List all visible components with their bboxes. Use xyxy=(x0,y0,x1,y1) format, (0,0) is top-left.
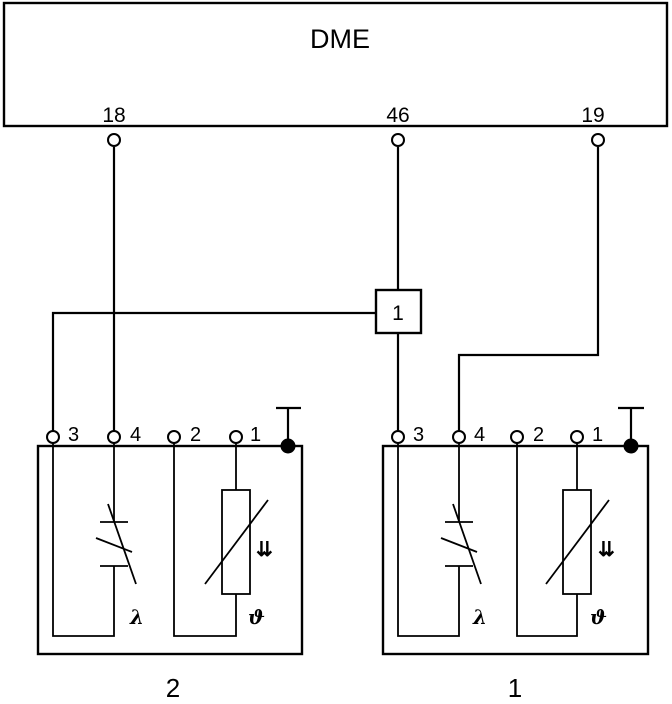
sensor-1-terminal-1-label: 1 xyxy=(592,424,603,446)
sensor-1-resistor-slash xyxy=(545,499,610,585)
oxygen-sensor-2: λ ϑ ⇊ 3 4 2 1 2 xyxy=(36,406,304,703)
sensor-1-lambda-loop xyxy=(397,440,460,637)
sensor-2-terminal-2-label: 2 xyxy=(190,424,201,446)
sensor-1-terminal-3-label: 3 xyxy=(413,424,424,446)
sensor-1-caption: 1 xyxy=(508,673,522,703)
sensor-1-terminal-4-connector xyxy=(452,430,466,444)
sensor-2-cell-bar xyxy=(95,537,133,553)
sensor-2-ground-dot xyxy=(280,438,296,454)
sensor-1-heater-resistor xyxy=(562,489,592,595)
sensor-2-cell-slash xyxy=(107,503,137,585)
sensor-1-heater-loop xyxy=(516,440,578,637)
sensor-2-terminal-2-connector xyxy=(167,430,181,444)
sensor-1-terminal-4-label: 4 xyxy=(474,424,485,446)
dme-label: DME xyxy=(310,24,370,54)
sensor-2-housing xyxy=(36,444,304,656)
sensor-1-housing xyxy=(381,444,650,656)
sensor-2-lambda-symbol: λ xyxy=(129,605,144,629)
sensor-2-resistor-slash xyxy=(204,499,269,585)
sensor-2-terminal-1-label: 1 xyxy=(250,424,261,446)
sensor-1-ground-dot xyxy=(623,438,639,454)
junction-label: 1 xyxy=(392,302,404,325)
sensor-2-terminal-4-connector xyxy=(107,430,121,444)
wire-junction-to-sensor2-terminal3 xyxy=(51,311,376,432)
dme-pin-19-connector xyxy=(591,133,605,147)
dme-pin-46-connector xyxy=(391,133,405,147)
sensor-2-terminal-4-label: 4 xyxy=(130,424,141,446)
sensor-2-lambda-loop xyxy=(52,440,115,637)
sensor-2-terminal-3-label: 3 xyxy=(68,424,79,446)
sensor-2-heater-loop xyxy=(173,440,237,637)
sensor-1-heater-symbol: ϑ xyxy=(590,605,607,629)
sensor-1-terminal-1-connector xyxy=(570,430,584,444)
sensor-1-lambda-symbol: λ xyxy=(472,605,487,629)
dme-pin-18-connector xyxy=(107,133,121,147)
sensor-1-heat-arrows-icon: ⇊ xyxy=(598,539,615,561)
sensor-1-cell-bar xyxy=(440,537,478,553)
sensor-2-caption: 2 xyxy=(166,673,180,703)
sensor-2-heat-arrows-icon: ⇊ xyxy=(256,539,273,561)
sensor-2-heater-resistor xyxy=(221,489,251,595)
sensor-2-terminal-1-connector xyxy=(229,430,243,444)
oxygen-sensor-1: λ ϑ ⇊ 3 4 2 1 1 xyxy=(381,406,650,703)
wire-pin19-to-sensor1-terminal4 xyxy=(457,147,600,432)
dme-pin-label-19: 19 xyxy=(581,104,604,127)
sensor-1-terminal-2-label: 2 xyxy=(533,424,544,446)
dme-pin-label-18: 18 xyxy=(102,104,125,127)
sensor-2-heater-symbol: ϑ xyxy=(248,605,265,629)
dme-pin-label-46: 46 xyxy=(386,104,409,127)
sensor-2-terminal-3-connector xyxy=(46,430,60,444)
sensor-1-cell-slash xyxy=(452,503,482,585)
sensor-1-terminal-2-connector xyxy=(510,430,524,444)
sensor-1-terminal-3-connector xyxy=(391,430,405,444)
dme-control-unit-box xyxy=(2,1,669,128)
junction-box xyxy=(374,288,423,335)
